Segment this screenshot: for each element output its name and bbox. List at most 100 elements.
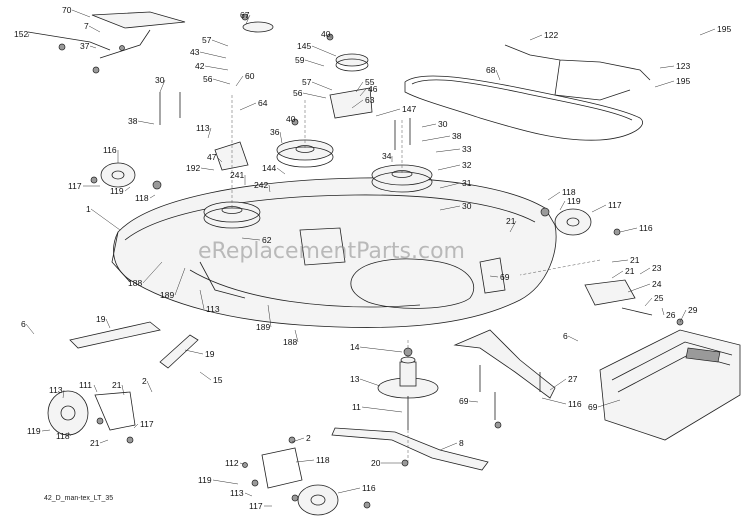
callout-label: 69 xyxy=(500,272,510,282)
callout-label: 241 xyxy=(230,170,244,180)
callout-leader xyxy=(644,297,653,307)
callout-leader xyxy=(62,389,65,399)
callout-leader xyxy=(611,270,624,279)
callout-label: 21 xyxy=(506,216,516,226)
callout-label: 21 xyxy=(625,266,635,276)
callout-label: 67 xyxy=(240,10,250,20)
callout-label: 152 xyxy=(14,29,28,39)
callout-label: 113 xyxy=(230,488,244,498)
callout-leader xyxy=(239,102,257,111)
callout-label: 23 xyxy=(652,263,662,273)
callout-leader xyxy=(142,261,163,284)
callout-label: 59 xyxy=(295,55,305,65)
callout-leader xyxy=(121,384,125,396)
callout-leader xyxy=(439,182,461,189)
callout-label: 7 xyxy=(84,21,89,31)
callout-label: 25 xyxy=(654,293,664,303)
callout-label: 27 xyxy=(568,374,578,384)
link-arm-upper xyxy=(69,321,161,349)
callout-label: 38 xyxy=(452,131,462,141)
callout-label: 46 xyxy=(368,84,378,94)
callout-label: 117 xyxy=(68,181,82,191)
callout-leader xyxy=(244,492,253,497)
callout-label: 62 xyxy=(262,235,272,245)
callout-leader xyxy=(207,127,212,139)
callout-label: 119 xyxy=(27,426,41,436)
callout-label: 69 xyxy=(588,402,598,412)
callout-label: 116 xyxy=(568,399,582,409)
callout-label: 119 xyxy=(198,475,212,485)
callout-leader xyxy=(25,323,35,335)
callout-label: 70 xyxy=(62,5,72,15)
callout-leader xyxy=(99,439,109,444)
bracket-23 xyxy=(584,279,636,306)
callout-label: 113 xyxy=(206,304,220,314)
callout-leader xyxy=(351,99,364,109)
callout-label: 57 xyxy=(202,35,212,45)
callout-leader xyxy=(41,429,51,432)
callout-leader xyxy=(291,437,305,443)
pulley-67 xyxy=(242,21,274,33)
callout-label: 19 xyxy=(205,349,215,359)
callout-label: 47 xyxy=(207,152,217,162)
drawing-id: 42_D_man-tex_LT_35 xyxy=(44,495,114,502)
callout-leader xyxy=(67,431,72,437)
callout-leader xyxy=(639,267,651,275)
discharge-chute xyxy=(599,329,741,441)
callout-label: 32 xyxy=(462,160,472,170)
callout-leader xyxy=(591,204,607,213)
callout-label: 68 xyxy=(486,65,496,75)
callout-leader xyxy=(302,92,327,99)
callout-leader xyxy=(559,200,566,211)
callout-label: 60 xyxy=(245,71,255,81)
callout-leader xyxy=(359,88,367,97)
callout-leader xyxy=(90,208,121,231)
callout-label: 112 xyxy=(225,458,239,468)
callout-leader xyxy=(93,384,98,393)
callout-label: 11 xyxy=(352,402,361,412)
callout-label: 188 xyxy=(283,337,297,347)
callout-leader xyxy=(619,227,638,233)
callout-leader xyxy=(146,380,153,393)
callout-leader xyxy=(184,349,204,355)
callout-leader xyxy=(149,194,156,199)
callout-leader xyxy=(661,307,665,316)
callout-label: 111 xyxy=(79,380,92,390)
callout-label: 116 xyxy=(362,483,376,493)
callout-leader xyxy=(304,59,325,67)
callout-label: 24 xyxy=(652,279,662,289)
callout-label: 192 xyxy=(186,163,200,173)
callout-leader xyxy=(337,487,361,494)
callout-label: 118 xyxy=(56,431,70,441)
callout-label: 40 xyxy=(321,29,331,39)
callout-leader xyxy=(294,329,299,343)
callout-label: 21 xyxy=(112,380,122,390)
callout-leader xyxy=(241,237,261,241)
callout-leader xyxy=(199,51,227,59)
callout-leader xyxy=(199,371,212,381)
callout-label: 188 xyxy=(128,278,142,288)
callout-leader xyxy=(567,335,579,342)
gauge-wheel-lower-left xyxy=(47,390,136,436)
callout-label: 30 xyxy=(438,119,448,129)
link-arm-lower xyxy=(159,334,199,369)
callout-leader xyxy=(105,318,111,329)
callout-leader xyxy=(267,304,272,328)
callout-label: 195 xyxy=(717,24,731,34)
lift-rod xyxy=(504,44,651,101)
gauge-wheel-right xyxy=(540,207,592,236)
spindle-assembly xyxy=(377,356,439,430)
callout-leader xyxy=(279,131,283,144)
callout-leader xyxy=(541,397,567,405)
callout-leader xyxy=(509,220,517,233)
callout-leader xyxy=(200,167,215,171)
callout-label: 144 xyxy=(262,163,276,173)
callout-label: 21 xyxy=(90,438,100,448)
callout-leader xyxy=(468,400,479,403)
callout-label: 13 xyxy=(350,374,360,384)
callout-label: 29 xyxy=(688,305,698,315)
callout-label: 6 xyxy=(21,319,26,329)
callout-label: 30 xyxy=(462,201,472,211)
callout-leader xyxy=(311,45,337,57)
